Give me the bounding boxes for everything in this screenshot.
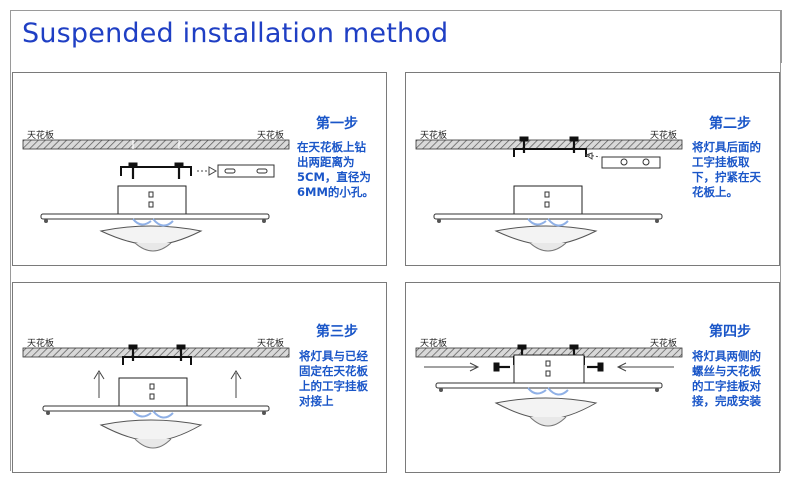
- ceiling-bar: [415, 139, 683, 150]
- ceiling-label-right: 天花板: [257, 339, 285, 349]
- step-2-text: 将灯具后面的 工字挂板取 下，拧紧在天 花板上。: [692, 140, 761, 199]
- mounting-bracket: [122, 356, 192, 365]
- step-1-title: 第一步: [316, 116, 358, 132]
- lamp-shade: [494, 397, 598, 420]
- screw-icon: [128, 162, 184, 179]
- lamp-arm: [42, 405, 270, 412]
- step-3-title: 第三步: [316, 324, 358, 340]
- arrow-up-icon: [93, 370, 242, 398]
- step-3-panel: 天花板 天花板 第三步 将灯具与已经 固定在天花板 上的工字挂板 对接上: [12, 282, 387, 473]
- lamp-shade: [494, 225, 598, 246]
- arrow-left-icon: [584, 152, 593, 160]
- step-1-text: 在天花板上钻 出两距离为 5CM，直径为 6MM的小孔。: [297, 140, 374, 199]
- arrow-right-icon: [208, 166, 218, 176]
- ceiling-bar: [22, 139, 290, 150]
- step-4-diagram: [415, 344, 683, 427]
- lamp-base: [118, 377, 188, 407]
- side-screw-icon: [493, 362, 604, 372]
- step-4-panel: 天花板 天花板 第四步 将灯具两侧的 螺丝与天花板 的工字挂板对 接，完成安装: [405, 282, 780, 473]
- step-1-panel: 天花板 天花板 第一步 在天花板上钻 出两距离为 5CM，直径为 6MM的小孔。: [12, 72, 387, 266]
- mounting-bracket: [120, 166, 192, 176]
- step-2-panel: 天花板 天花板 第二步 将灯具后面的 工字挂板取 下，拧紧在天 花板上。: [405, 72, 780, 266]
- ceiling-label-right: 天花板: [257, 131, 285, 141]
- lamp-shade: [99, 225, 203, 246]
- page-title: Suspended installation method: [22, 18, 449, 49]
- step-4-title: 第四步: [709, 324, 751, 340]
- ceiling-label-left: 天花板: [27, 131, 55, 141]
- outer-frame-left: [10, 10, 11, 471]
- lamp-arm: [435, 382, 663, 389]
- step-2-diagram: [415, 136, 683, 252]
- lamp-shade: [99, 419, 203, 442]
- outer-frame-right: [780, 10, 781, 471]
- lamp-arm: [433, 213, 663, 220]
- step-1-diagram: [22, 139, 290, 252]
- step-4-text: 将灯具两侧的 螺丝与天花板 的工字挂板对 接，完成安装: [692, 349, 761, 408]
- ceiling-label-left: 天花板: [27, 339, 55, 349]
- ceiling-label-left: 天花板: [420, 339, 448, 349]
- screw-icon: [128, 344, 186, 361]
- step-3-text: 将灯具与已经 固定在天花板 上的工字挂板 对接上: [299, 349, 368, 408]
- mounting-plate: [217, 164, 275, 178]
- lamp-arm: [40, 213, 270, 220]
- mounting-bracket: [513, 148, 587, 157]
- ceiling-bar: [22, 347, 290, 358]
- screw-icon: [519, 136, 579, 153]
- mounting-plate: [601, 156, 661, 169]
- step-2-title: 第二步: [709, 116, 751, 132]
- ceiling-label-right: 天花板: [650, 131, 678, 141]
- ceiling-label-left: 天花板: [420, 131, 448, 141]
- lamp-base: [513, 185, 583, 215]
- arrow-left-icon: [616, 362, 674, 372]
- lamp-base: [513, 354, 585, 384]
- arrow-right-icon: [424, 362, 480, 372]
- lamp-base: [117, 185, 187, 215]
- step-3-diagram: [22, 344, 290, 449]
- ceiling-label-right: 天花板: [650, 339, 678, 349]
